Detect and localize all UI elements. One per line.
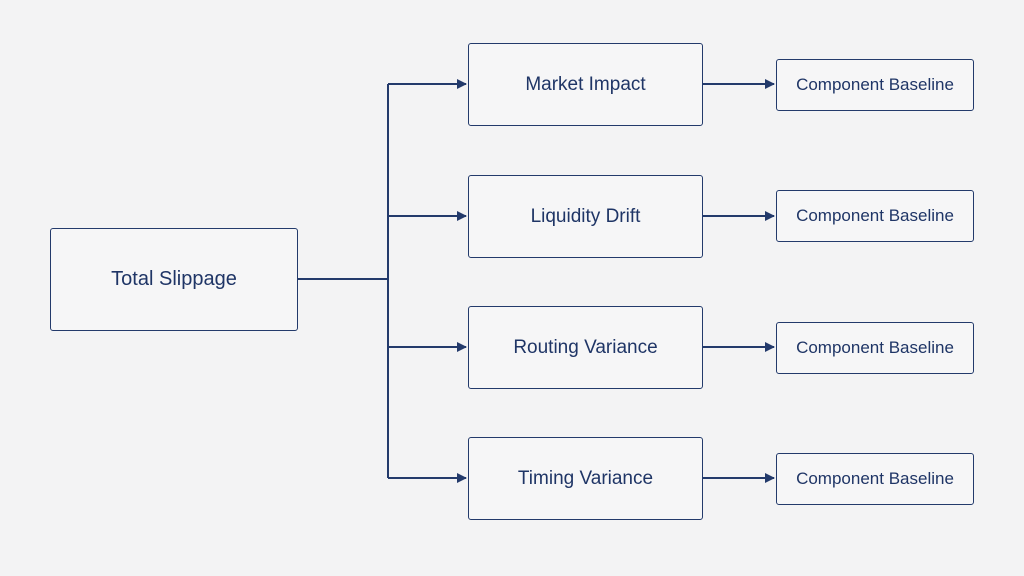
- component-node-label: Timing Variance: [517, 467, 654, 489]
- component-node-routing-variance: Routing Variance: [468, 306, 703, 389]
- baseline-node-liquidity-drift: Component Baseline: [776, 190, 974, 242]
- baseline-node-label: Component Baseline: [796, 206, 954, 225]
- component-node-label: Market Impact: [525, 73, 646, 95]
- root-node-label: Total Slippage: [111, 268, 237, 290]
- root-node-total-slippage: Total Slippage: [50, 228, 298, 331]
- component-node-label: Liquidity Drift: [530, 205, 641, 227]
- baseline-node-timing-variance: Component Baseline: [776, 453, 974, 505]
- component-node-timing-variance: Timing Variance: [468, 437, 703, 520]
- component-node-market-impact: Market Impact: [468, 43, 703, 126]
- baseline-node-market-impact: Component Baseline: [776, 59, 974, 111]
- component-node-liquidity-drift: Liquidity Drift: [468, 175, 703, 258]
- baseline-node-label: Component Baseline: [796, 75, 954, 94]
- baseline-node-routing-variance: Component Baseline: [776, 322, 974, 374]
- component-node-label: Routing Variance: [513, 336, 658, 358]
- baseline-node-label: Component Baseline: [796, 469, 954, 488]
- baseline-node-label: Component Baseline: [796, 338, 954, 357]
